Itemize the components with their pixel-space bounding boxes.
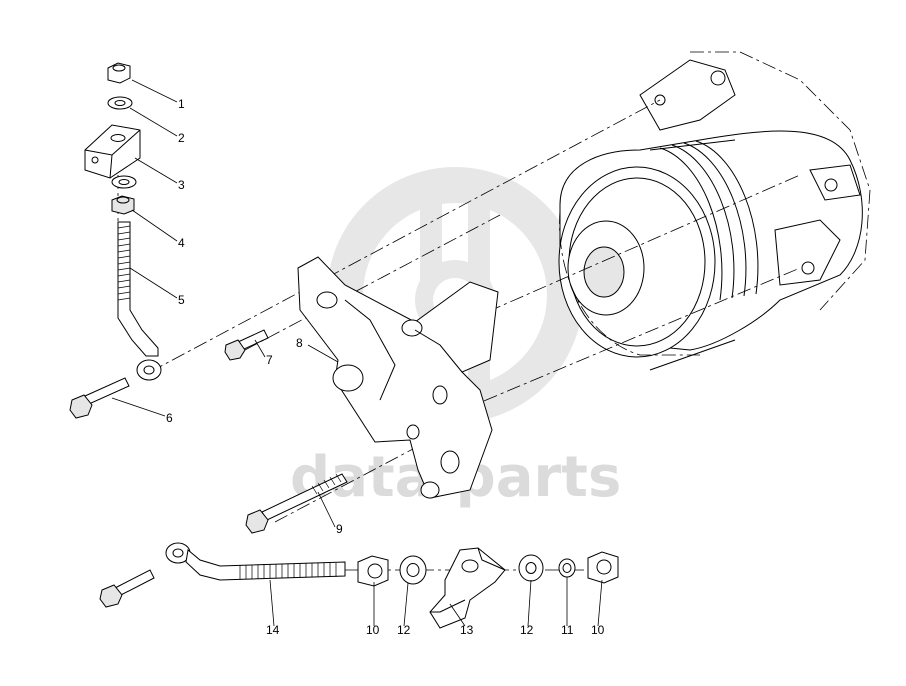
part-washer-top <box>107 96 133 110</box>
callout-7: 7 <box>266 353 273 367</box>
callout-11: 11 <box>561 623 574 637</box>
callout-labels: 1 2 3 4 5 6 7 8 9 10 12 13 12 11 10 14 <box>166 97 605 637</box>
part-nut-top <box>107 62 131 84</box>
callout-8: 8 <box>296 336 303 350</box>
part-nut-lower <box>111 195 135 215</box>
part-spring-washer-11 <box>558 558 576 578</box>
callout-1: 1 <box>178 97 185 111</box>
part-nut-10-right <box>587 551 619 584</box>
part-washer-12-right <box>518 554 544 582</box>
part-bolt-6 <box>69 377 130 419</box>
callout-12-left: 12 <box>397 623 411 637</box>
mounting-bracket <box>297 256 499 499</box>
callout-10-left: 10 <box>366 623 380 637</box>
callout-9: 9 <box>336 522 343 536</box>
callout-3: 3 <box>178 178 185 192</box>
part-block <box>84 124 141 179</box>
callout-14: 14 <box>266 623 280 637</box>
callout-4: 4 <box>178 236 185 250</box>
part-nut-10-left <box>357 555 389 587</box>
callout-2: 2 <box>178 131 185 145</box>
leader-lines <box>111 79 603 627</box>
part-bolt-9 <box>245 473 348 534</box>
callout-12-right: 12 <box>520 623 534 637</box>
part-washer-lower <box>111 175 137 189</box>
part-threaded-rod <box>117 221 162 381</box>
callout-5: 5 <box>178 293 185 307</box>
part-adjusting-rod <box>99 542 346 608</box>
part-bracket-13 <box>429 547 506 629</box>
part-washer-12-left <box>399 555 427 585</box>
alternator <box>558 51 871 371</box>
callout-10-right: 10 <box>591 623 605 637</box>
callout-13: 13 <box>460 623 474 637</box>
part-bolt-7 <box>224 329 269 361</box>
callout-6: 6 <box>166 411 173 425</box>
